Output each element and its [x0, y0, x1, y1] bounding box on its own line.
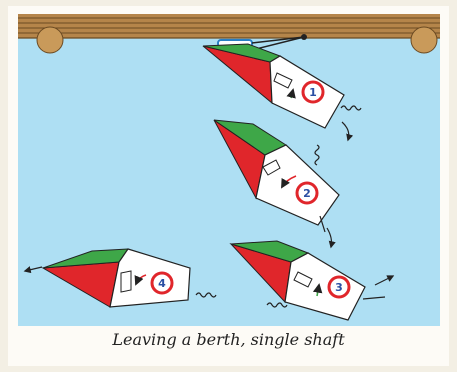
position-marker-3: [327, 275, 351, 299]
turn-arrow-4: [134, 274, 147, 286]
position-marker-4: [150, 271, 174, 295]
position-marker-2: [295, 181, 319, 205]
position-label-3: 3: [335, 281, 343, 294]
path-arrow-2: [326, 227, 336, 249]
path-arrow-4: [23, 266, 43, 274]
prop-wash-2: [314, 144, 320, 166]
prop-wash-1: [340, 105, 362, 111]
boat-position-4: 4: [41, 248, 217, 308]
boat-position-3: 3: [229, 240, 386, 321]
dock: [18, 14, 440, 54]
turn-arrow-2: [281, 175, 297, 189]
dock-bollard-left: [36, 26, 64, 54]
prop-wash-3: [266, 302, 288, 308]
position-label-4: 4: [158, 277, 166, 290]
diagram-caption: Leaving a berth, single shaft: [112, 330, 345, 349]
path-arrow-1: [341, 121, 354, 142]
position-label-2: 2: [303, 187, 311, 200]
position-marker-1: [301, 80, 325, 104]
turn-arrow-1: [286, 88, 296, 99]
boat-position-2: 2: [213, 119, 340, 233]
boat-position-1: 1: [202, 43, 362, 129]
position-label-1: 1: [309, 86, 317, 99]
prop-wash-4: [195, 292, 217, 298]
path-arrow-3: [374, 275, 395, 286]
cleat-dock: [301, 34, 307, 40]
dock-bollard-right: [410, 26, 438, 54]
turn-arrow-3: [312, 283, 323, 297]
